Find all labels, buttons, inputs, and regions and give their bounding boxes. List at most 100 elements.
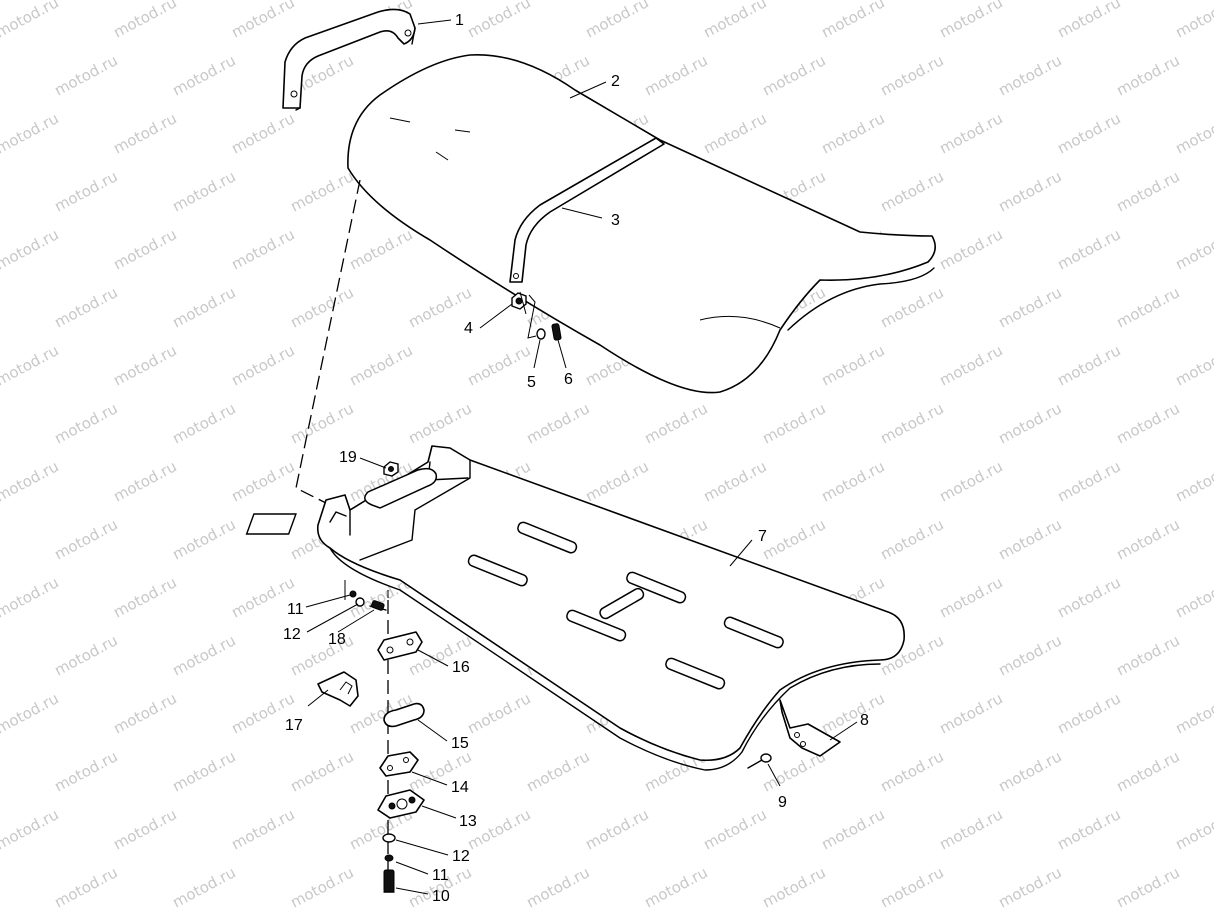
watermark-text: motod.ru	[759, 863, 828, 911]
callout-13: 13	[459, 813, 477, 830]
watermark-text: motod.ru	[228, 805, 297, 853]
watermark-text: motod.ru	[523, 747, 592, 795]
watermark-text: motod.ru	[464, 0, 533, 42]
watermark-text: motod.ru	[0, 399, 3, 447]
watermark-text: motod.ru	[1054, 689, 1123, 737]
watermark-text: motod.ru	[759, 51, 828, 99]
callout-9: 9	[778, 794, 787, 811]
callout-7: 7	[758, 528, 767, 545]
watermark-text: motod.ru	[1172, 341, 1214, 389]
callout-10: 10	[432, 888, 450, 905]
watermark-text: motod.ru	[228, 0, 297, 42]
watermark-text: motod.ru	[169, 399, 238, 447]
watermark-text: motod.ru	[1172, 689, 1214, 737]
part-seat-cushion	[347, 53, 936, 394]
watermark-text: motod.ru	[51, 747, 120, 795]
watermark-text: motod.ru	[641, 51, 710, 99]
watermark-text: motod.ru	[169, 283, 238, 331]
watermark-text: motod.ru	[1054, 0, 1123, 42]
watermark-text: motod.ru	[287, 167, 356, 215]
watermark-text: motod.ru	[0, 631, 3, 679]
watermark-text: motod.ru	[110, 457, 179, 505]
watermark-text: motod.ru	[818, 109, 887, 157]
watermark-text: motod.ru	[818, 689, 887, 737]
watermark-text: motod.ru	[1172, 805, 1214, 853]
watermark-text: motod.ru	[110, 573, 179, 621]
watermark-text: motod.ru	[169, 863, 238, 911]
watermark-text: motod.ru	[0, 805, 62, 853]
watermark-text: motod.ru	[51, 167, 120, 215]
watermark-text: motod.ru	[995, 515, 1064, 563]
watermark-text: motod.ru	[641, 399, 710, 447]
watermark-text: motod.ru	[51, 631, 120, 679]
watermark-text: motod.ru	[877, 167, 946, 215]
part-screw-9	[747, 753, 772, 769]
callout-12-bottom: 12	[452, 848, 470, 865]
part-seat-strap	[509, 137, 665, 283]
watermark-text: motod.ru	[523, 399, 592, 447]
watermark-text: motod.ru	[818, 341, 887, 389]
watermark-text: motod.ru	[877, 399, 946, 447]
watermark-text: motod.ru	[51, 51, 120, 99]
watermark-text: motod.ru	[818, 457, 887, 505]
watermark-text: motod.ru	[877, 747, 946, 795]
watermark-text: motod.ru	[936, 573, 1005, 621]
watermark-text: motod.ru	[1172, 225, 1214, 273]
watermark-text: motod.ru	[0, 747, 3, 795]
watermark-text: motod.ru	[1054, 225, 1123, 273]
watermark-text: motod.ru	[936, 689, 1005, 737]
watermark-text: motod.ru	[1113, 515, 1182, 563]
watermark-text: motod.ru	[995, 283, 1064, 331]
watermark-text: motod.ru	[110, 341, 179, 389]
watermark-text: motod.ru	[523, 863, 592, 911]
watermark-text: motod.ru	[51, 283, 120, 331]
callout-16: 16	[452, 659, 470, 676]
callout-11-bottom: 11	[432, 867, 449, 884]
callout-19: 19	[339, 449, 357, 466]
part-grab-handle	[282, 8, 416, 111]
watermark-text: motod.ru	[110, 805, 179, 853]
watermark-text: motod.ru	[700, 0, 769, 42]
watermark-text: motod.ru	[995, 631, 1064, 679]
watermark-text: motod.ru	[877, 863, 946, 911]
watermark-text: motod.ru	[995, 863, 1064, 911]
watermark-text: motod.ru	[464, 341, 533, 389]
watermark-text: motod.ru	[582, 0, 651, 42]
watermark-text: motod.ru	[228, 109, 297, 157]
callout-12-top: 12	[283, 626, 301, 643]
watermark-text: motod.ru	[1054, 109, 1123, 157]
watermark-text: motod.ru	[936, 0, 1005, 42]
assembly-line	[295, 179, 361, 506]
callout-17: 17	[285, 717, 303, 734]
part-rear-bracket	[779, 699, 841, 757]
part-latch-stack	[317, 580, 425, 893]
callout-5: 5	[527, 374, 536, 391]
watermark-text: motod.ru	[110, 689, 179, 737]
watermark-text: motod.ru	[995, 747, 1064, 795]
watermark-text: motod.ru	[0, 167, 3, 215]
watermark-text: motod.ru	[51, 515, 120, 563]
watermark-text: motod.ru	[110, 225, 179, 273]
watermark-text: motod.ru	[1113, 283, 1182, 331]
watermark-text: motod.ru	[0, 341, 62, 389]
watermark-text: motod.ru	[1172, 0, 1214, 42]
watermark-text: motod.ru	[228, 457, 297, 505]
watermark-text: motod.ru	[110, 109, 179, 157]
leader-lines	[305, 19, 858, 895]
watermark-text: motod.ru	[759, 399, 828, 447]
watermark-text: motod.ru	[700, 109, 769, 157]
callout-8: 8	[860, 712, 869, 729]
watermark-text: motod.ru	[936, 805, 1005, 853]
watermark-text: motod.ru	[0, 51, 3, 99]
watermark-text: motod.ru	[877, 283, 946, 331]
watermark-text: motod.ru	[1172, 109, 1214, 157]
watermark-text: motod.ru	[0, 0, 62, 42]
watermark-text: motod.ru	[1054, 805, 1123, 853]
watermark-text: motod.ru	[169, 631, 238, 679]
watermark-text: motod.ru	[405, 399, 474, 447]
callouts: 1 2 3 4 5 6 7 8 9 10 11 12 11 12 13 14 1…	[283, 12, 869, 905]
watermark-text: motod.ru	[1054, 457, 1123, 505]
watermark-text: motod.ru	[51, 863, 120, 911]
watermark-text: motod.ru	[0, 109, 62, 157]
watermark-text: motod.ru	[936, 457, 1005, 505]
